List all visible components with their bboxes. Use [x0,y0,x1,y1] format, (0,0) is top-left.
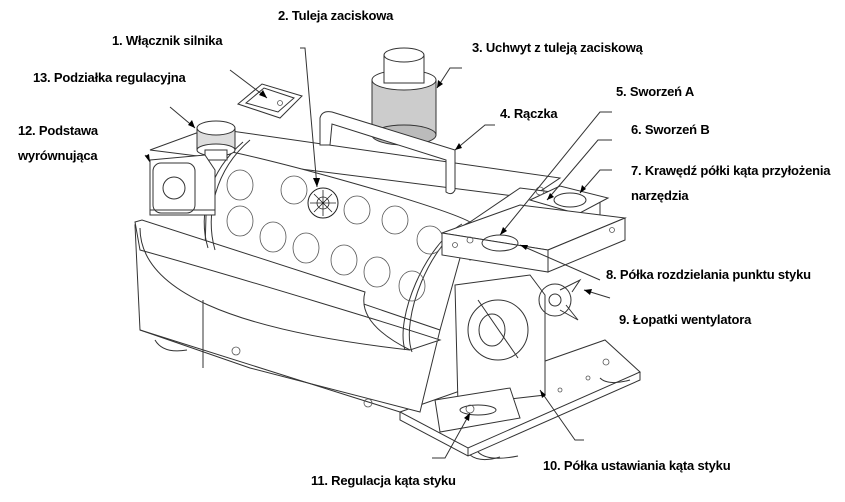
callout-7-line-2: narzędzia [631,188,689,203]
adjustment-dial [196,120,236,161]
callout-7-clearance-shelf-edge: 7. Krawędź półki kąta przyłożenia [631,163,831,178]
clearance-angle-shelf [528,185,610,215]
motor-switch [236,83,303,119]
callout-9-fan-blades: 9. Łopatki wentylatora [619,312,752,327]
callout-5-pin-a: 5. Sworzeń A [616,84,695,99]
callout-4-handle: 4. Rączka [500,106,558,121]
callout-10-point-angle-shelf: 10. Półka ustawiania kąta styku [543,458,731,473]
handle [319,111,456,195]
collet [307,187,339,219]
callout-8-point-split-shelf: 8. Półka rozdzielania punktu styku [606,267,811,282]
point-angle-shelf [434,274,546,433]
callout-6-pin-b: 6. Sworzeń B [631,122,710,137]
vent-holes [226,169,444,302]
callout-2-collet: 2. Tuleja zaciskowa [278,8,394,23]
callout-12-alignment-base: 12. Podstawa [18,123,98,138]
callout-1-motor-switch: 1. Włącznik silnika [112,33,223,48]
point-split-shelf [441,204,627,273]
callout-13-adjustment-dial: 13. Podziałka regulacyjna [33,70,186,85]
alignment-base [149,154,216,216]
fan-blades [538,278,582,321]
callout-12-line-2: wyrównująca [18,148,98,163]
leader-lines [144,47,612,459]
callout-11-point-angle-adjust: 11. Regulacja kąta styku [311,473,456,488]
callout-3-collet-holder: 3. Uchwyt z tuleją zaciskową [472,40,643,55]
